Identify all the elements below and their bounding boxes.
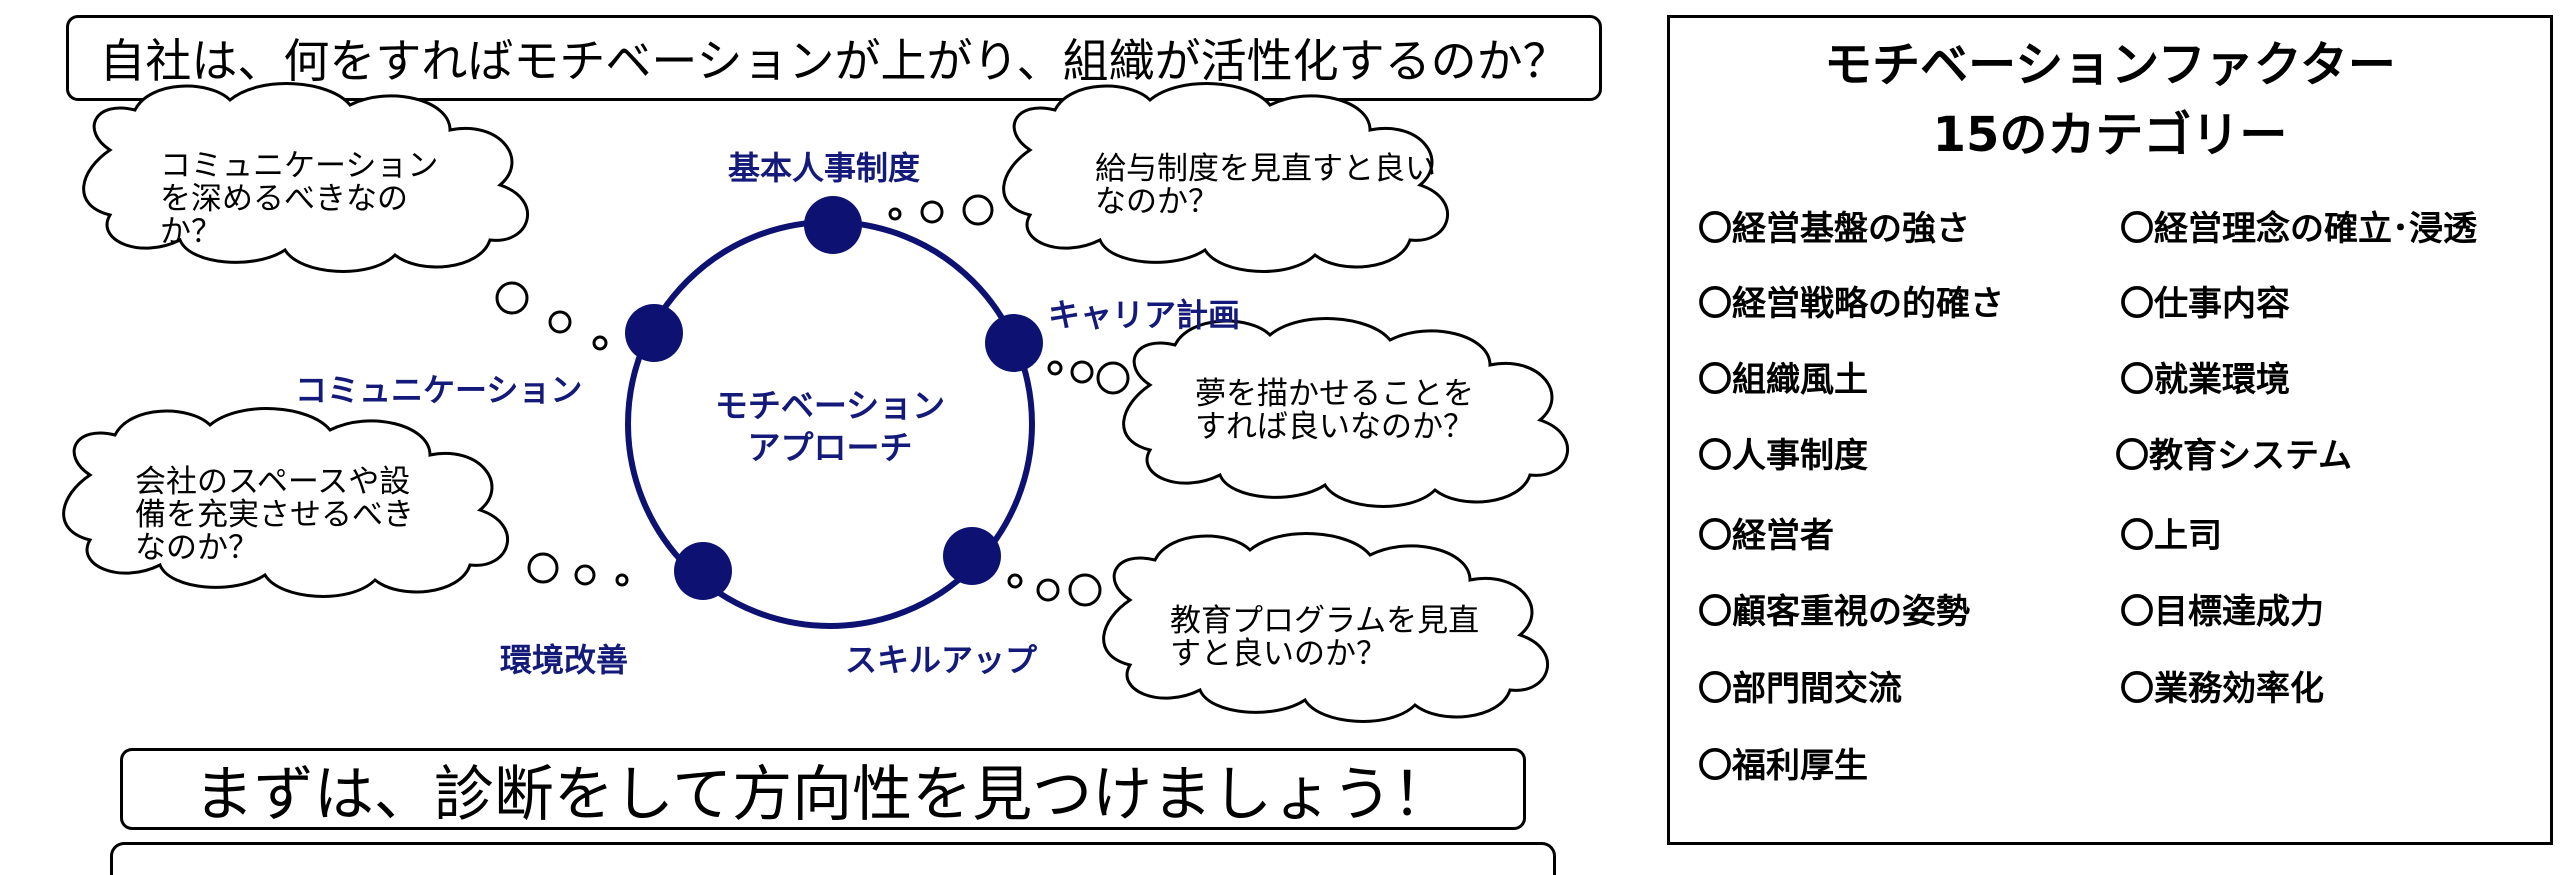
thought-cloud-2 bbox=[1002, 82, 1450, 273]
factor-item: 〇経営理念の確立･浸透 bbox=[2120, 209, 2477, 249]
node-label-skillup: スキルアップ bbox=[845, 641, 1038, 679]
thought-cloud-4 bbox=[62, 407, 510, 598]
thought-text-2: 給与制度を見直すと良いなのか？ bbox=[1095, 151, 1436, 220]
node-environment bbox=[674, 542, 732, 600]
thought-text-1: コミュニケーションを深めるべきなのか？ bbox=[160, 148, 439, 250]
factor-item: 〇顧客重視の姿勢 bbox=[1698, 592, 1970, 632]
thought-cloud-1 bbox=[82, 82, 530, 273]
node-label-career: キャリア計画 bbox=[1048, 296, 1241, 334]
factor-item: 〇部門間交流 bbox=[1698, 669, 1902, 709]
node-basic-hr bbox=[804, 196, 862, 254]
factor-item: 〇経営者 bbox=[1698, 516, 1834, 556]
factor-item: 〇業務効率化 bbox=[2120, 669, 2324, 709]
call-to-action-banner: まずは、診断をして方向性を見つけましょう！ bbox=[120, 748, 1526, 830]
thought-cloud-3 bbox=[1122, 317, 1570, 508]
cropped-box-edge bbox=[110, 842, 1556, 875]
call-to-action-text: まずは、診断をして方向性を見つけましょう！ bbox=[193, 759, 1453, 830]
factor-item: 〇就業環境 bbox=[2120, 360, 2290, 400]
thought-text-3: 夢を描かせることをすれば良いなのか？ bbox=[1195, 376, 1474, 445]
question-banner: 自社は、何をすればモチベーションが上がり、組織が活性化するのか？ bbox=[66, 15, 1602, 101]
center-label: モチベーション アプローチ bbox=[714, 386, 946, 467]
factor-item: 〇仕事内容 bbox=[2120, 284, 2290, 324]
factor-item: 〇教育システム bbox=[2115, 436, 2352, 476]
factor-item: 〇組織風土 bbox=[1698, 360, 1868, 400]
factor-item: 〇目標達成力 bbox=[2120, 592, 2324, 632]
node-label-basic-hr: 基本人事制度 bbox=[728, 149, 921, 187]
panel-title: モチベーションファクター 15のカテゴリー bbox=[1824, 37, 2396, 163]
thought-cloud-5 bbox=[1102, 532, 1550, 723]
thought-text-4: 会社のスペースや設備を充実させるべきなのか？ bbox=[135, 464, 414, 566]
thought-text-5: 教育プログラムを見直すと良いのか？ bbox=[1170, 603, 1480, 672]
motivation-factors-panel: モチベーションファクター 15のカテゴリー 〇経営基盤の強さ 〇経営理念の確立･… bbox=[1667, 15, 2553, 845]
node-career bbox=[985, 314, 1043, 372]
factor-item: 〇上司 bbox=[2120, 516, 2222, 556]
factor-item: 〇経営基盤の強さ bbox=[1698, 209, 1970, 249]
factor-item: 〇福利厚生 bbox=[1698, 746, 1868, 786]
node-skillup bbox=[943, 527, 1001, 585]
node-label-communication: コミュニケーション bbox=[295, 371, 583, 409]
factor-item: 〇経営戦略の的確さ bbox=[1698, 284, 2004, 324]
question-text: 自社は、何をすればモチベーションが上がり、組織が活性化するのか？ bbox=[99, 34, 1569, 88]
motivation-cycle-diagram bbox=[62, 82, 1570, 723]
node-label-environment: 環境改善 bbox=[500, 641, 629, 679]
node-communication bbox=[625, 304, 683, 362]
factor-item: 〇人事制度 bbox=[1698, 436, 1868, 476]
